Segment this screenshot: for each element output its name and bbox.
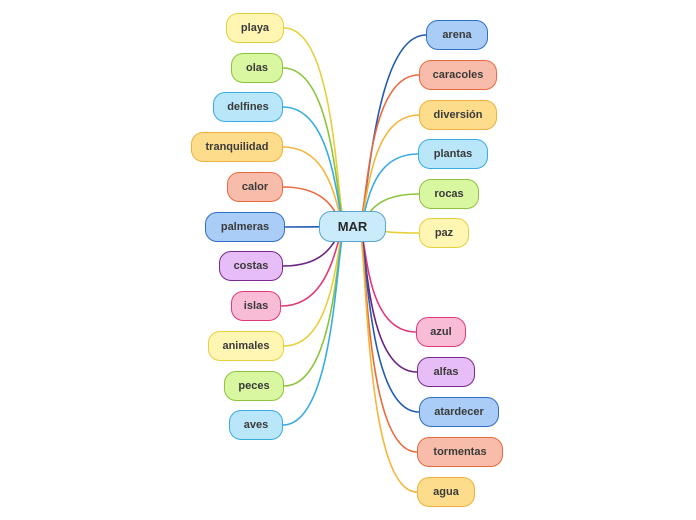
topic-tranquilidad[interactable]: tranquilidad	[191, 132, 283, 162]
topic-peces[interactable]: peces	[224, 371, 284, 401]
topic-playa[interactable]: playa	[226, 13, 284, 43]
topic-islas[interactable]: islas	[231, 291, 281, 321]
topic-palmeras[interactable]: palmeras	[205, 212, 285, 242]
topic-paz[interactable]: paz	[419, 218, 469, 248]
topic-atardecer[interactable]: atardecer	[419, 397, 499, 427]
topic-animales[interactable]: animales	[208, 331, 284, 361]
topic-azul[interactable]: azul	[416, 317, 466, 347]
topic-alfas[interactable]: alfas	[417, 357, 475, 387]
topic-tormentas[interactable]: tormentas	[417, 437, 503, 467]
topic-arena[interactable]: arena	[426, 20, 488, 50]
topic-diversion[interactable]: diversión	[419, 100, 497, 130]
topic-plantas[interactable]: plantas	[418, 139, 488, 169]
topic-costas[interactable]: costas	[219, 251, 283, 281]
topic-aves[interactable]: aves	[229, 410, 283, 440]
central-topic-mar[interactable]: MAR	[319, 211, 386, 242]
topic-caracoles[interactable]: caracoles	[419, 60, 497, 90]
topic-delfines[interactable]: delfines	[213, 92, 283, 122]
topic-rocas[interactable]: rocas	[419, 179, 479, 209]
topic-agua[interactable]: agua	[417, 477, 475, 507]
topic-calor[interactable]: calor	[227, 172, 283, 202]
connector-aves	[282, 225, 347, 426]
connector-diversion	[357, 114, 420, 227]
topic-olas[interactable]: olas	[231, 53, 283, 83]
